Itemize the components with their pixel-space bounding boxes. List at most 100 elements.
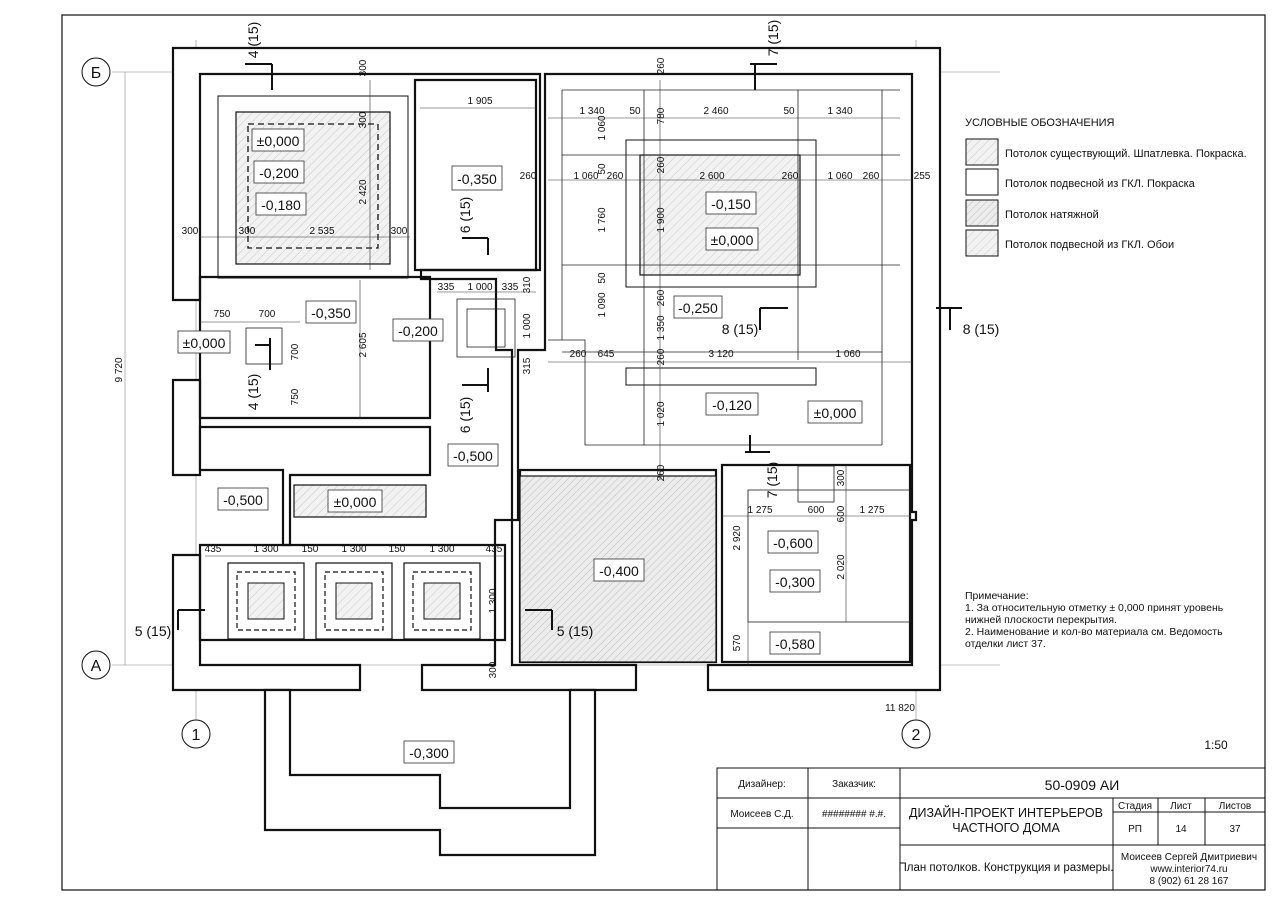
dim-d260g: 260 [656, 289, 667, 306]
level-r4: -0,350 [311, 305, 351, 321]
dim-d50b: 50 [783, 106, 795, 117]
dim-d300e: 300 [391, 226, 408, 237]
legend-swatch-3 [965, 199, 999, 227]
dim-d315: 315 [522, 357, 533, 374]
level-r7b: ±0,000 [814, 405, 857, 421]
dim-d2605: 2 605 [358, 332, 369, 357]
ceiling-dash-1 [247, 123, 379, 249]
beam [625, 367, 817, 386]
dim-d260a: 260 [656, 57, 667, 74]
section-label-4-mid: 4 (15) [245, 374, 261, 411]
dim-d260i: 260 [656, 348, 667, 365]
notes-title: Примечание: [965, 590, 1029, 602]
dim-d255: 255 [914, 171, 931, 182]
dim-d1905: 1 905 [467, 96, 492, 107]
level-r12: -0,580 [775, 636, 815, 652]
level-r7: -0,120 [712, 397, 752, 413]
dim-d50a: 50 [629, 106, 641, 117]
tb-designer-label: Дизайнер: [738, 779, 786, 790]
axis-1-label: 1 [192, 727, 201, 744]
level-r11a: -0,600 [773, 535, 813, 551]
dim-d260e: 260 [863, 171, 880, 182]
level-r2: -0,350 [457, 171, 497, 187]
dim-d300c: 300 [182, 226, 199, 237]
dim-d1000a: 1 000 [467, 282, 492, 293]
tb-sheets-label: Листов [1219, 801, 1252, 812]
notes-line-1: 1. За относительную отметку ± 0,000 прин… [965, 602, 1224, 614]
legend-swatch-1 [965, 138, 999, 166]
dim-d2460: 2 460 [703, 106, 728, 117]
tb-sheet-label: Лист [1170, 801, 1192, 812]
tb-author-site: www.interior74.ru [1149, 864, 1227, 875]
notes-line-2: нижней плоскости перекрытия. [965, 614, 1117, 626]
dim-d1060c: 1 060 [827, 171, 852, 182]
ceiling-grid [245, 89, 911, 623]
tb-project-line1: ДИЗАЙН-ПРОЕКТ ИНТЕРЬЕРОВ [909, 805, 1103, 820]
dim-d2600: 2 600 [699, 171, 724, 182]
dim-d750b: 750 [290, 388, 301, 405]
dim-d1275a: 1 275 [747, 505, 772, 516]
dim-d435b: 435 [486, 544, 503, 555]
dim-d335b: 335 [502, 282, 519, 293]
overall-width-dim: 11 820 [885, 703, 915, 714]
dim-d1060a: 1 060 [597, 115, 608, 140]
level-r1a: ±0,000 [257, 133, 300, 149]
dim-d335a: 335 [438, 282, 455, 293]
notes-line-4: отделки лист 37. [965, 638, 1046, 650]
dim-d700a: 700 [259, 309, 276, 320]
tb-sheets: 37 [1229, 824, 1241, 835]
legend-item-1: Потолок существующий. Шпатлевка. Покраск… [1005, 148, 1247, 160]
dim-d1090: 1 090 [597, 292, 608, 317]
dim-d1340a: 1 340 [579, 106, 604, 117]
dim-d260b: 260 [520, 171, 537, 182]
level-r11b: -0,300 [775, 574, 815, 590]
dim-d260f: 260 [656, 156, 667, 173]
dimension-lines [200, 80, 912, 665]
dim-d2020: 2 020 [836, 554, 847, 579]
section-label-7-mid: 7 (15) [764, 462, 780, 499]
dim-d1300c: 1 300 [429, 544, 454, 555]
tb-author-name: Моисеев Сергей Дмитриевич [1121, 852, 1257, 863]
notes-line-3: 2. Наименование и кол-во материала см. В… [965, 626, 1223, 638]
level-r1c: -0,180 [261, 197, 301, 213]
dim-d645: 645 [598, 349, 615, 360]
dim-d1300a: 1 300 [253, 544, 278, 555]
legend: УСЛОВНЫЕ ОБОЗНАЧЕНИЯ Потолок существующи… [965, 117, 1247, 257]
dim-d300f: 300 [488, 661, 499, 678]
section-label-6-mid: 6 (15) [457, 397, 473, 434]
legend-item-2: Потолок подвесной из ГКЛ. Покраска [1005, 178, 1196, 190]
dim-d1760: 1 760 [597, 207, 608, 232]
dim-d50c: 50 [597, 163, 608, 175]
dim-d435a: 435 [205, 544, 222, 555]
dim-d300h: 300 [836, 469, 847, 486]
dim-d300a: 300 [358, 59, 369, 76]
legend-item-4: Потолок подвесной из ГКЛ. Обои [1005, 239, 1174, 251]
sheet-frame [61, 14, 1266, 891]
dim-d1020: 1 020 [656, 401, 667, 426]
dim-d2420: 2 420 [358, 179, 369, 204]
tb-client-name: ######## #.#. [822, 809, 886, 820]
dim-d300d: 300 [239, 226, 256, 237]
dim-d300b: 300 [358, 111, 369, 128]
dim-d2920: 2 920 [732, 525, 743, 550]
section-label-5-left: 5 (15) [135, 623, 172, 639]
section-label-6-top: 6 (15) [457, 197, 473, 234]
level-tags [177, 128, 863, 764]
ceiling-frame-2 [625, 139, 817, 288]
level-r10: -0,400 [599, 563, 639, 579]
axis-2-label: 2 [912, 727, 921, 744]
tb-sheet: 14 [1175, 824, 1187, 835]
level-r4a: ±0,000 [183, 335, 226, 351]
section-label-8-in: 8 (15) [722, 321, 759, 337]
notes: Примечание: 1. За относительную отметку … [965, 590, 1224, 650]
dim-d780: 780 [656, 107, 667, 124]
dim-d1900: 1 900 [656, 207, 667, 232]
legend-swatch-2 [965, 168, 999, 196]
dim-d260c: 260 [607, 171, 624, 182]
dim-d260h: 260 [570, 349, 587, 360]
dim-d1300b: 1 300 [341, 544, 366, 555]
dim-d750a: 750 [214, 309, 231, 320]
tb-client-label: Заказчик: [832, 779, 876, 790]
section-label-5-mid: 5 (15) [557, 623, 594, 639]
axis-a-label: А [91, 658, 102, 675]
